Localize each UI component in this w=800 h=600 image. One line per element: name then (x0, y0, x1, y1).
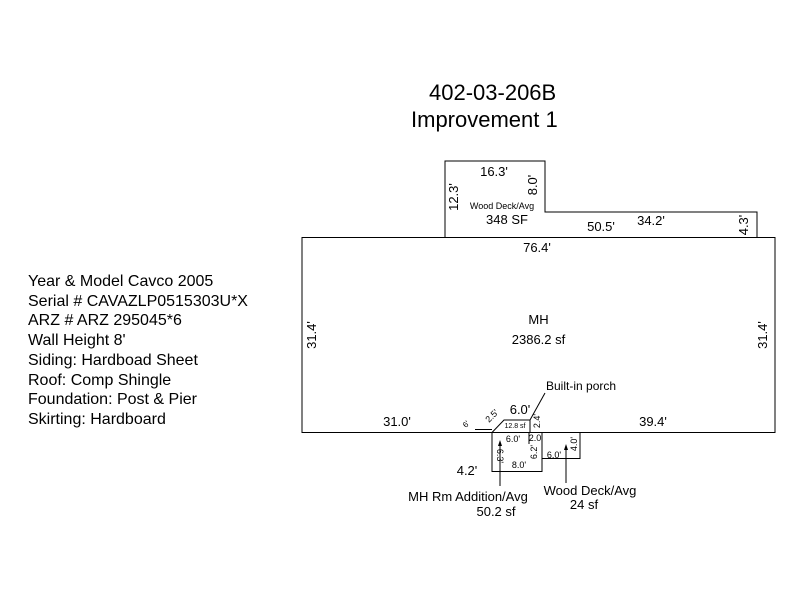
info-skirting: Skirting: Hardboard (28, 410, 166, 428)
addition-top: 6.0' (506, 434, 521, 444)
main-home-right-side: 31.4' (755, 321, 770, 349)
rear-deck-step-length: 50.5' (587, 219, 615, 234)
rear-deck-right-side: 4.3' (736, 215, 751, 236)
main-home-left-side: 31.4' (304, 321, 319, 349)
rear-deck-left-side: 12.3' (446, 183, 461, 211)
addition-left-side: 6.3' (495, 449, 505, 464)
porch-leader-line (529, 392, 546, 421)
deck-leader-arrow (564, 444, 568, 450)
front-deck-width: 6.0' (547, 450, 562, 460)
porch-right-side: 2.4' (532, 414, 542, 429)
front-deck-height: 4.0' (569, 437, 579, 452)
porch-callout: Built-in porch (546, 379, 616, 393)
info-wall-height: Wall Height 8' (28, 332, 126, 350)
addition-inner: 2.0 (529, 433, 542, 443)
improvement-title: Improvement 1 (411, 107, 558, 132)
main-home-label: MH (528, 312, 548, 327)
addition-right-side: 6.2' (529, 445, 539, 460)
rear-deck-area: 348 SF (486, 212, 528, 227)
info-serial: Serial # CAVAZLP0515303U*X (28, 292, 248, 310)
porch-small: 6' (461, 419, 472, 430)
rear-deck-label: Wood Deck/Avg (470, 201, 534, 211)
main-home-area: 2386.2 sf (512, 332, 566, 347)
porch-diagonal: 2.5' (483, 407, 500, 424)
addition-leader-arrow (498, 440, 502, 446)
main-home-top-length: 76.4' (523, 240, 551, 255)
main-home-bottom-right: 39.4' (639, 414, 667, 429)
rear-deck-step-side: 8.0' (525, 175, 540, 196)
addition-area: 50.2 sf (476, 504, 515, 519)
rear-deck-top: 16.3' (480, 164, 508, 179)
info-foundation: Foundation: Post & Pier (28, 391, 197, 409)
front-deck-label: Wood Deck/Avg (544, 483, 637, 498)
info-siding: Siding: Hardboad Sheet (28, 351, 198, 369)
property-info: Year & Model Cavco 2005 Serial # CAVAZLP… (28, 272, 248, 430)
porch-area: 12.8 sf (504, 423, 525, 430)
front-deck-outline (541, 432, 581, 459)
addition-offset: 4.2' (457, 463, 478, 478)
porch-width: 6.0' (510, 402, 531, 417)
rear-deck-ledge-length: 34.2' (637, 213, 665, 228)
info-roof: Roof: Comp Shingle (28, 371, 172, 389)
front-deck-area: 24 sf (570, 497, 599, 512)
porch-outline (491, 419, 531, 433)
addition-label: MH Rm Addition/Avg (408, 489, 528, 504)
main-home-bottom-left: 31.0' (383, 414, 411, 429)
info-year-model: Year & Model Cavco 2005 (28, 273, 214, 290)
rear-deck-outline (444, 160, 758, 238)
addition-bottom: 8.0' (512, 460, 527, 470)
info-arz: ARZ # ARZ 295045*6 (28, 312, 182, 330)
parcel-id: 402-03-206B (429, 80, 557, 105)
